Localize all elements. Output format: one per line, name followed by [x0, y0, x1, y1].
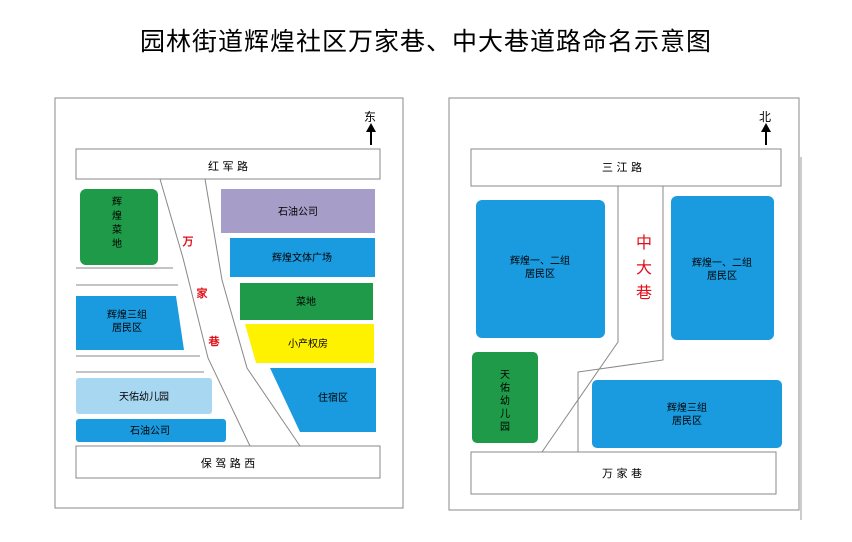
block-label: 住宿区 [318, 391, 348, 404]
lane-edge-right [204, 178, 301, 447]
zhongda-lane-char: 中 [636, 233, 652, 252]
block-label: 菜 [112, 224, 122, 236]
block-label: 石油公司 [278, 205, 318, 218]
block-label: 天 [500, 370, 510, 381]
block-label: 居民区 [672, 415, 702, 427]
block-zhusu [270, 368, 376, 432]
block-label: 儿 [500, 408, 510, 420]
block-label: 辉煌三组 [107, 308, 147, 321]
block-label: 菜地 [296, 295, 316, 308]
block-sanzu [592, 380, 782, 448]
lane-edge-left [541, 186, 619, 453]
block-label: 辉煌一、二组 [510, 254, 570, 267]
left-road-top [75, 148, 381, 180]
zhongda-lane-char: 巷 [636, 283, 652, 302]
left-road-bottom [75, 445, 381, 479]
north-arrow-icon [366, 123, 376, 145]
block-label: 辉 [112, 196, 122, 208]
block-label: 石油公司 [130, 424, 170, 437]
map-title: 园林街道辉煌社区万家巷、中大巷道路命名示意图 [139, 27, 712, 56]
right-road-bottom-label: 万 家 巷 [602, 466, 642, 480]
right-compass-label: 北 [759, 110, 771, 124]
block-oil-company-2 [76, 419, 226, 442]
block-label: 辉煌文体广场 [272, 251, 332, 264]
right-map: 北 三 江 路 万 家 巷 中 大 巷 辉煌一、二组 居民区 辉煌一、二组 居民… [448, 97, 802, 520]
block-label: 辉煌一、二组 [692, 256, 752, 269]
zhongda-lane-char: 大 [636, 258, 652, 277]
wanjia-lane-char: 家 [197, 286, 209, 300]
block-yi-er-zu-left [476, 200, 605, 338]
block-label: 辉煌三组 [667, 401, 707, 414]
block-label: 居民区 [112, 322, 142, 334]
block-huihuang-caidi [80, 189, 158, 265]
lane-edge-left [159, 178, 251, 447]
block-yi-er-zu-right [671, 196, 774, 340]
block-label: 地 [112, 237, 122, 250]
north-arrow-icon [761, 123, 771, 145]
right-road-top [470, 148, 782, 187]
left-map: 东 红 军 路 保 驾 路 西 万 家 巷 辉 煌 菜 地 石油公司 [54, 97, 404, 509]
block-wenti-square [230, 238, 375, 277]
wanjia-lane-char: 万 [182, 235, 194, 248]
right-road-top-label: 三 江 路 [602, 161, 642, 174]
left-road-bottom-label: 保 驾 路 西 [201, 456, 256, 470]
wanjia-lane-char: 巷 [208, 334, 221, 348]
block-caidi [240, 283, 373, 320]
block-oil-company-1 [221, 189, 375, 233]
block-label: 园 [500, 421, 510, 433]
block-tianyou-kindergarten [472, 352, 538, 443]
block-label: 煌 [112, 209, 122, 222]
block-label: 居民区 [525, 268, 555, 280]
block-label: 天佑幼儿园 [119, 390, 169, 403]
block-label: 佑 [500, 381, 510, 394]
block-label: 小产权房 [288, 337, 328, 350]
lane-edge-right [577, 186, 664, 452]
block-sanzu [76, 296, 184, 350]
left-compass-label: 东 [364, 110, 376, 124]
block-label: 幼 [500, 394, 510, 407]
block-label: 居民区 [707, 270, 737, 282]
block-xiaochan [245, 324, 374, 363]
left-road-top-label: 红 军 路 [208, 160, 248, 173]
block-tianyou-kindergarten [76, 378, 212, 414]
right-road-bottom [470, 451, 777, 495]
